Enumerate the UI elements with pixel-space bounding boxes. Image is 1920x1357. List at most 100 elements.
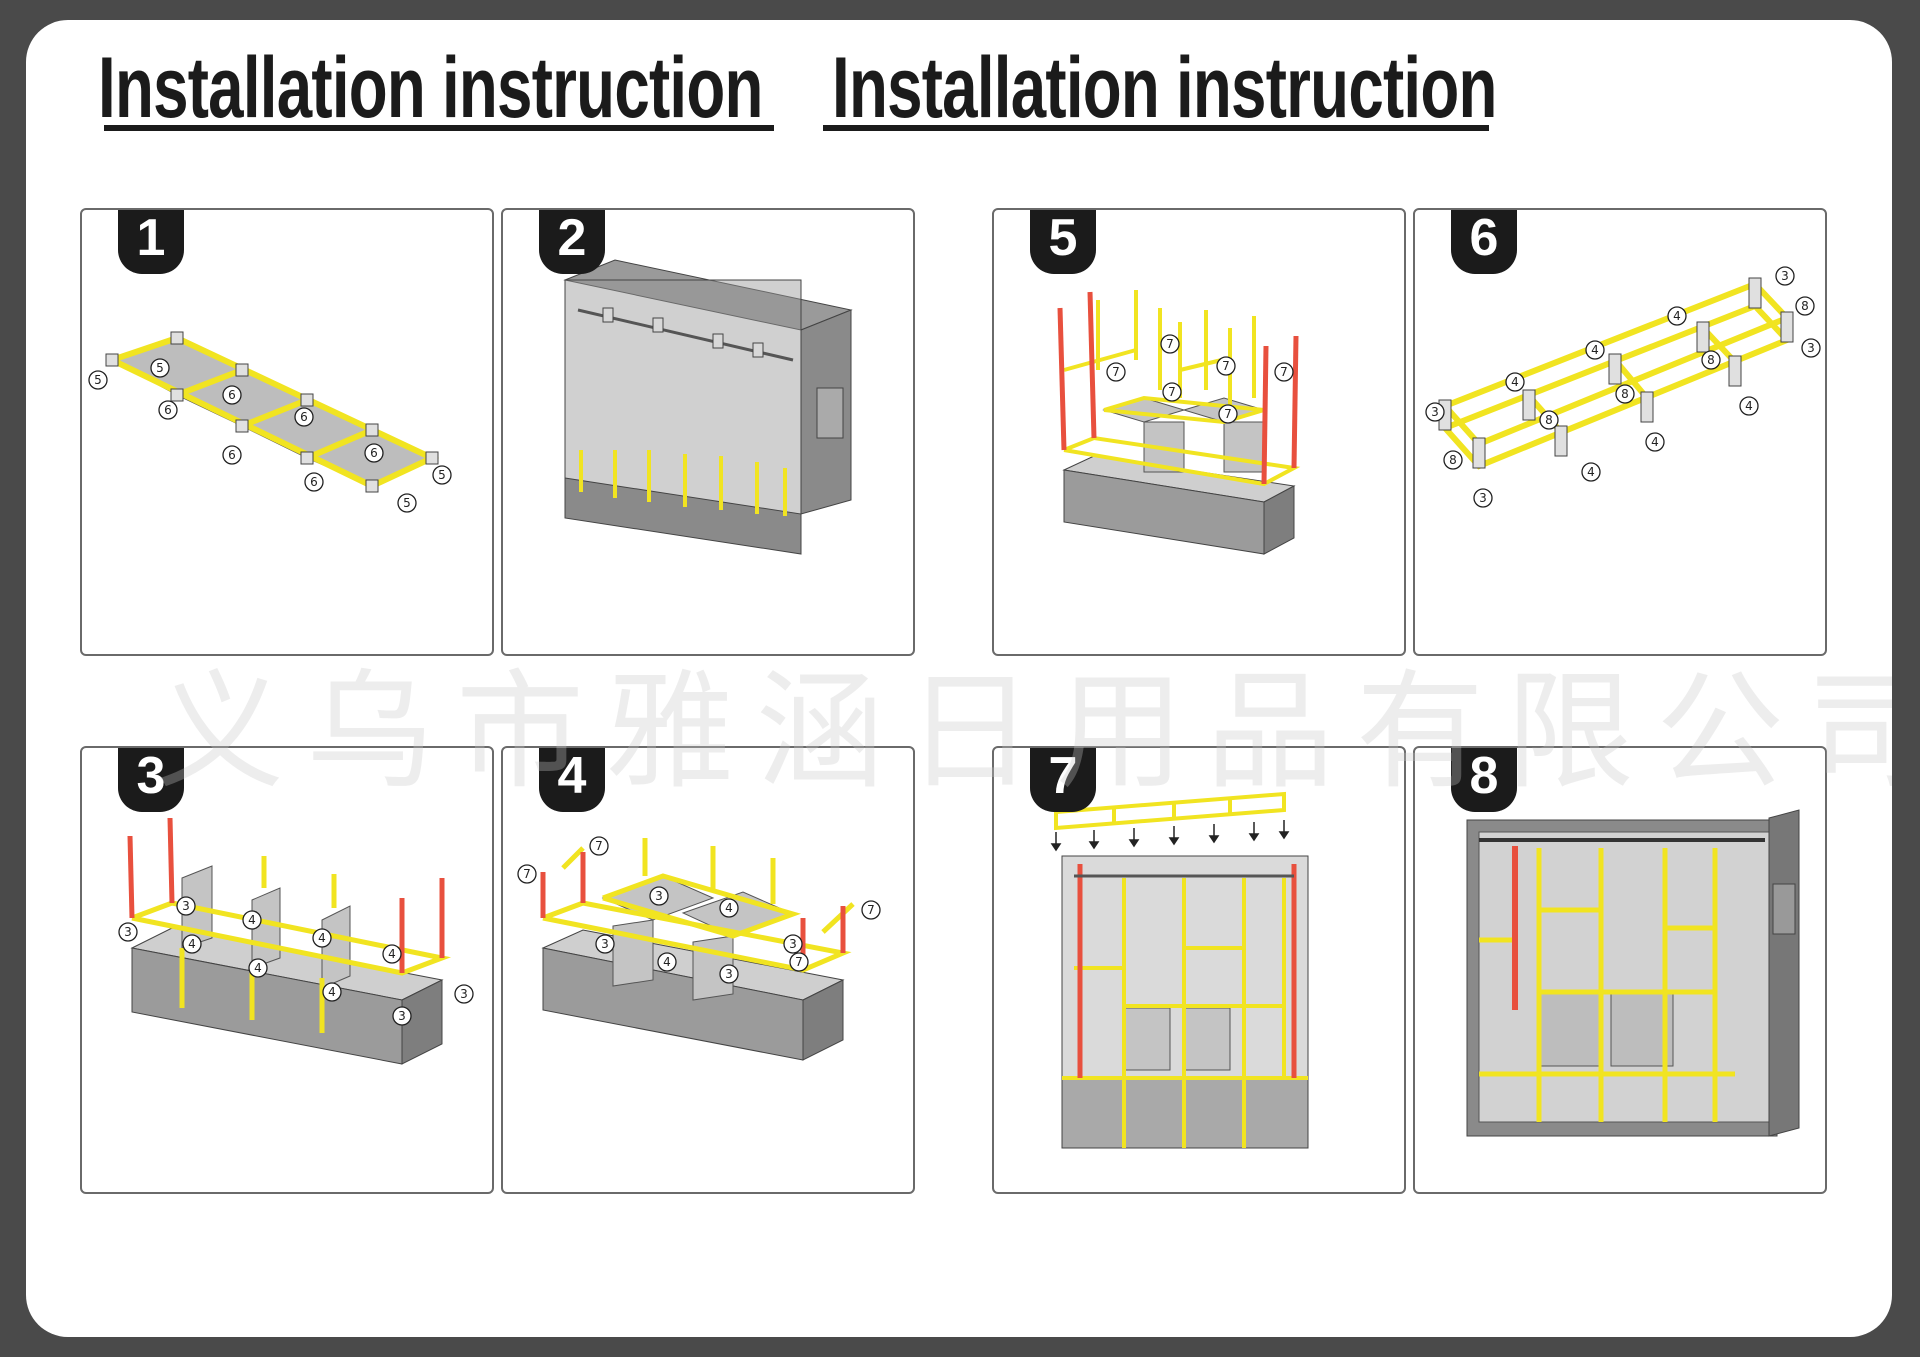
svg-text:8: 8 (1801, 299, 1809, 313)
part-label: 4 (1667, 306, 1687, 326)
svg-text:3: 3 (1431, 405, 1439, 419)
part-label: 5 (432, 465, 452, 485)
svg-text:3: 3 (398, 1009, 406, 1023)
part-label: 4 (182, 934, 202, 954)
part-label: 4 (719, 898, 739, 918)
pole (127, 817, 445, 973)
part-label: 7 (1216, 356, 1236, 376)
svg-text:6: 6 (228, 448, 236, 462)
step-6-badge: 6 (1451, 210, 1517, 274)
part-label: 5 (150, 358, 170, 378)
svg-text:3: 3 (460, 987, 468, 1001)
svg-text:3: 3 (1781, 269, 1789, 283)
svg-text:6: 6 (370, 446, 378, 460)
svg-text:7: 7 (1166, 337, 1174, 351)
svg-text:4: 4 (1651, 435, 1659, 449)
step-3-badge: 3 (118, 748, 184, 812)
pole (579, 450, 787, 516)
svg-text:7: 7 (1112, 365, 1120, 379)
svg-text:6: 6 (164, 403, 172, 417)
pole (1479, 848, 1735, 1122)
part-label: 3 (595, 934, 615, 954)
part-label: 3 (392, 1006, 412, 1026)
part-label: 4 (1581, 462, 1601, 482)
pole (1054, 791, 1286, 831)
pole (1077, 864, 1297, 1078)
svg-text:4: 4 (188, 937, 196, 951)
svg-text:4: 4 (725, 901, 733, 915)
part-label: 3 (176, 896, 196, 916)
part-label: 6 (304, 472, 324, 492)
step-8-illustration (1466, 809, 1800, 1137)
part-label: 3 (719, 964, 739, 984)
step-6-panel: 6 3 8 3 4 8 4 4 8 4 4 (1413, 208, 1827, 656)
svg-text:3: 3 (601, 937, 609, 951)
part-label: 4 (1505, 372, 1525, 392)
part-label: 6 (364, 443, 384, 463)
step-2-badge: 2 (539, 210, 605, 274)
part-label: 5 (397, 493, 417, 513)
step-2-panel: 2 (501, 208, 915, 656)
part-label: 6 (158, 400, 178, 420)
svg-text:7: 7 (795, 955, 803, 969)
step-4-badge: 4 (539, 748, 605, 812)
pole (542, 838, 855, 973)
step-5-panel: 5 7 (992, 208, 1406, 656)
part-label: 4 (312, 928, 332, 948)
step-1-panel: 1 5 5 6 6 (80, 208, 494, 656)
step-2-illustration (563, 259, 853, 555)
part-label: 7 (1106, 362, 1126, 382)
part-label: 7 (1160, 334, 1180, 354)
svg-text:6: 6 (300, 410, 308, 424)
part-label: 7 (1274, 362, 1294, 382)
svg-text:3: 3 (124, 925, 132, 939)
instruction-sheet: Installation instruction Installation in… (26, 20, 1892, 1337)
step-3-panel: 3 3 3 4 4 4 4 (80, 746, 494, 1194)
svg-text:4: 4 (1511, 375, 1519, 389)
svg-text:4: 4 (388, 947, 396, 961)
part-label: 7 (789, 952, 809, 972)
svg-text:7: 7 (1224, 407, 1232, 421)
svg-text:4: 4 (663, 955, 671, 969)
part-label: 4 (1645, 432, 1665, 452)
svg-text:4: 4 (254, 961, 262, 975)
svg-text:7: 7 (523, 867, 531, 881)
step-3-illustration: 3 3 4 4 4 4 4 4 3 3 (118, 817, 474, 1065)
svg-text:3: 3 (655, 889, 663, 903)
part-label: 3 (1775, 266, 1795, 286)
part-label: 8 (1795, 296, 1815, 316)
part-label: 8 (1443, 450, 1463, 470)
part-label: 3 (1473, 488, 1493, 508)
pole (1062, 878, 1308, 1148)
step-8-panel: 8 (1413, 746, 1827, 1194)
svg-text:4: 4 (318, 931, 326, 945)
svg-text:6: 6 (310, 475, 318, 489)
svg-text:5: 5 (438, 468, 446, 482)
part-label: 3 (454, 984, 474, 1004)
svg-text:4: 4 (1673, 309, 1681, 323)
part-label: 7 (517, 864, 537, 884)
heading-left: Installation instruction (98, 40, 763, 136)
part-label: 4 (1585, 340, 1605, 360)
part-label: 8 (1615, 384, 1635, 404)
step-5-illustration: 7 7 7 7 7 7 (1057, 290, 1301, 555)
part-label: 7 (1218, 404, 1238, 424)
svg-text:7: 7 (1168, 385, 1176, 399)
part-label: 3 (1425, 402, 1445, 422)
svg-text:3: 3 (1807, 341, 1815, 355)
step-4-illustration: 7 7 3 4 3 4 3 3 7 7 (517, 836, 881, 1061)
svg-text:4: 4 (1591, 343, 1599, 357)
part-label: 3 (118, 922, 138, 942)
step-7-badge: 7 (1030, 748, 1096, 812)
part-label: 4 (657, 952, 677, 972)
step-7-illustration (1050, 791, 1309, 1149)
svg-text:8: 8 (1707, 353, 1715, 367)
svg-text:3: 3 (789, 937, 797, 951)
svg-text:4: 4 (1587, 465, 1595, 479)
step-1-badge: 1 (118, 210, 184, 274)
svg-text:8: 8 (1621, 387, 1629, 401)
svg-text:5: 5 (94, 373, 102, 387)
svg-text:3: 3 (725, 967, 733, 981)
svg-text:8: 8 (1545, 413, 1553, 427)
heading-right: Installation instruction (832, 40, 1497, 136)
